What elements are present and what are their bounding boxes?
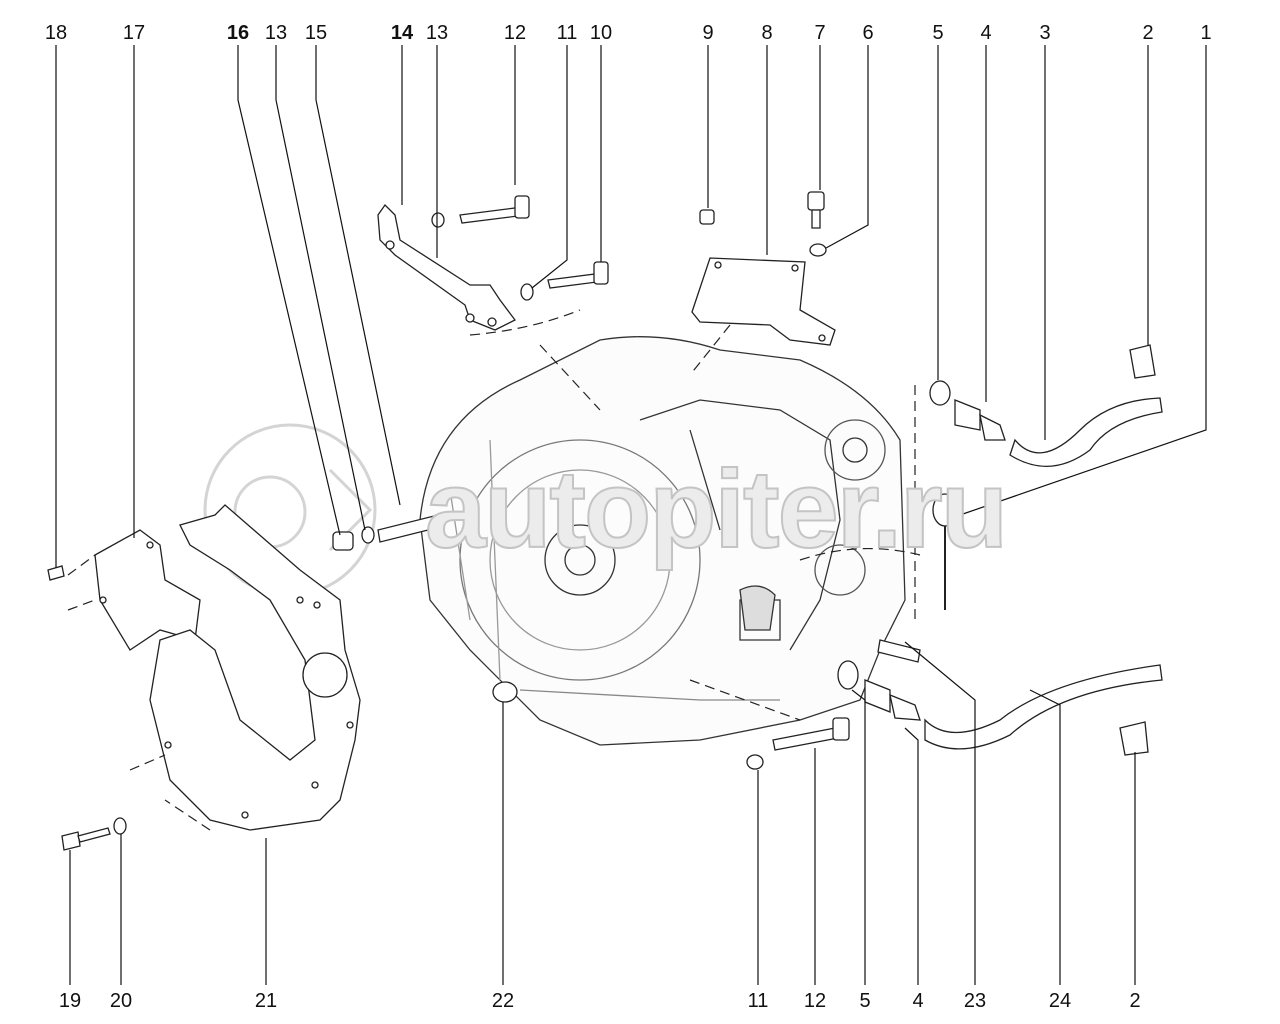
leader-line-1 xyxy=(959,45,1207,516)
leader-line-13 xyxy=(275,45,366,531)
callout-20: 20 xyxy=(109,990,133,1012)
callout-9: 9 xyxy=(702,22,714,44)
part-cover-plate-21 xyxy=(149,504,361,831)
leader-line-23 xyxy=(904,641,976,985)
leader-line-6 xyxy=(825,45,869,249)
callout-17: 17 xyxy=(122,22,146,44)
callout-8: 8 xyxy=(761,22,773,44)
callout-23: 23 xyxy=(963,990,987,1012)
transmission-housing xyxy=(419,336,906,746)
watermark-text: autopiter.ru xyxy=(424,448,1009,571)
callout-7: 7 xyxy=(814,22,826,44)
callout-2: 2 xyxy=(1142,22,1154,44)
leader-line-4 xyxy=(904,727,919,985)
callout-15: 15 xyxy=(304,22,328,44)
callout-6: 6 xyxy=(862,22,874,44)
callout-5: 5 xyxy=(859,990,871,1012)
callout-12: 12 xyxy=(803,990,827,1012)
callout-leader-lines xyxy=(55,45,1207,985)
leader-line-24 xyxy=(1029,689,1061,985)
callout-22: 22 xyxy=(491,990,515,1012)
leader-line-5 xyxy=(851,689,866,985)
callout-1: 1 xyxy=(1200,22,1212,44)
leader-line-15 xyxy=(315,45,401,506)
callout-5: 5 xyxy=(932,22,944,44)
callout-21: 21 xyxy=(254,990,278,1012)
part-bracket-14 xyxy=(377,203,516,331)
callout-12: 12 xyxy=(503,22,527,44)
callout-10: 10 xyxy=(589,22,613,44)
callout-14: 14 xyxy=(390,22,414,44)
callout-2: 2 xyxy=(1129,990,1141,1012)
leader-line-16 xyxy=(237,45,341,536)
callout-11: 11 xyxy=(747,990,769,1012)
callout-4: 4 xyxy=(980,22,992,44)
leader-line-11 xyxy=(531,45,568,289)
callout-24: 24 xyxy=(1048,990,1072,1012)
part-heat-shield-17 xyxy=(94,529,201,651)
callout-3: 3 xyxy=(1039,22,1051,44)
callout-16: 16 xyxy=(226,22,250,44)
callout-19: 19 xyxy=(58,990,82,1012)
callout-11: 11 xyxy=(556,22,578,44)
callout-4: 4 xyxy=(912,990,924,1012)
assembly-guide-lines xyxy=(67,309,921,831)
callout-13: 13 xyxy=(425,22,449,44)
fasteners xyxy=(47,191,1163,851)
callout-18: 18 xyxy=(44,22,68,44)
part-bracket-8 xyxy=(691,257,836,346)
callout-13: 13 xyxy=(264,22,288,44)
